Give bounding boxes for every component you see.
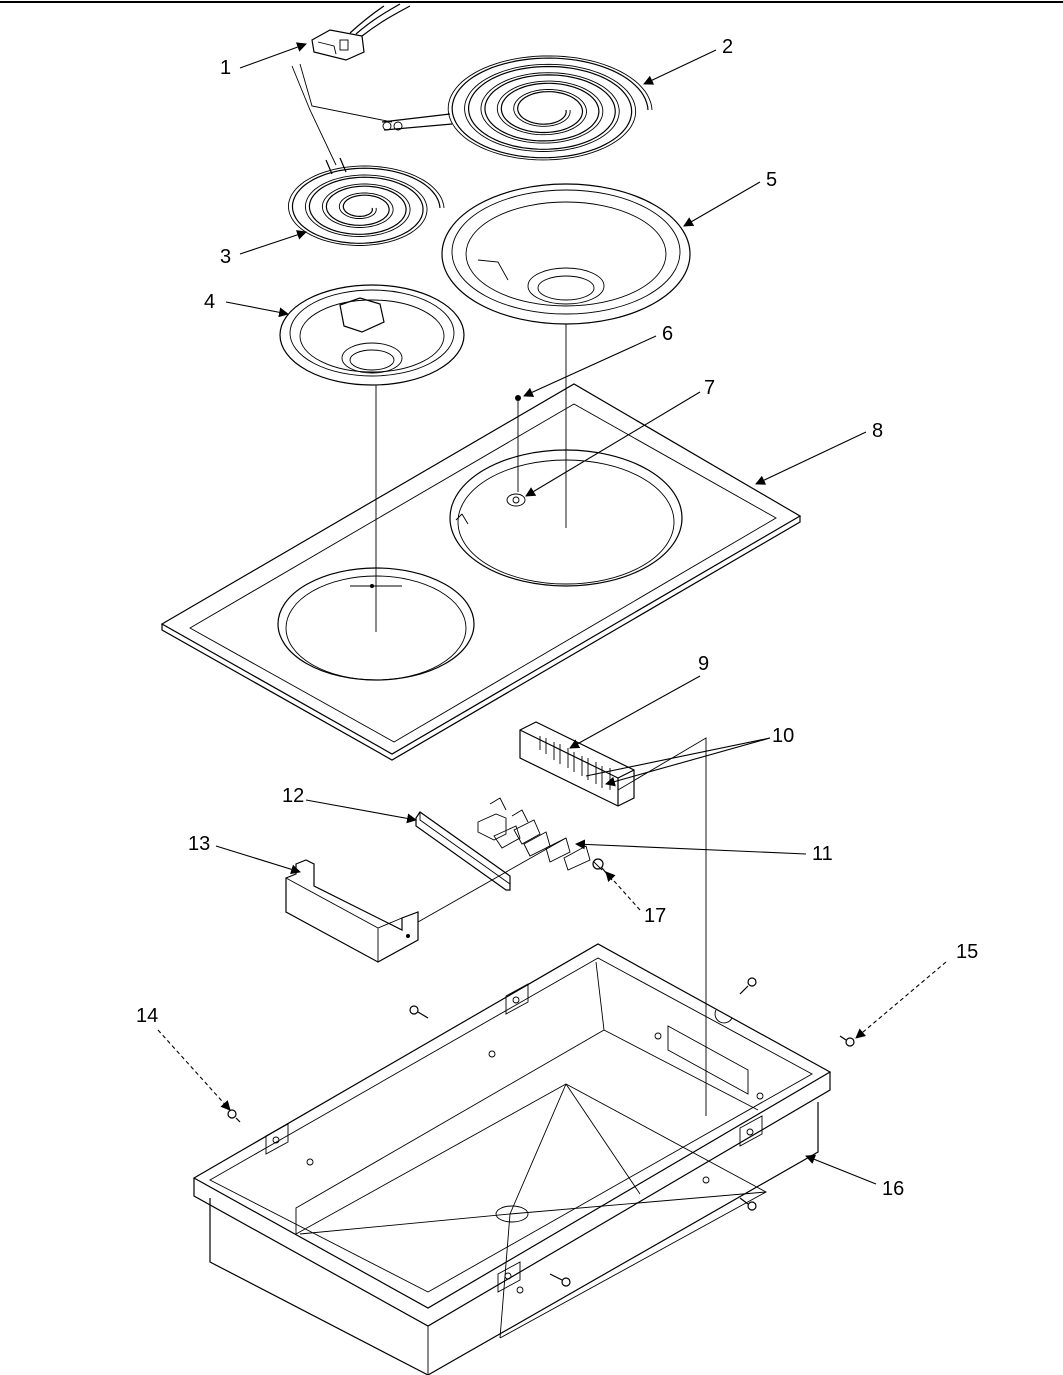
callout-6: 6 — [662, 323, 673, 345]
part-terminal-connector — [291, 3, 411, 166]
callout-8: 8 — [872, 420, 883, 442]
callout-10: 10 — [772, 725, 794, 747]
callout-15: 15 — [956, 941, 978, 963]
part-terminal-clips — [477, 797, 591, 871]
part-large-drip-bowl — [441, 183, 691, 528]
callout-7: 7 — [704, 377, 715, 399]
part-cooktop-plate — [160, 383, 802, 761]
part-small-element-terminals — [325, 157, 347, 175]
callout-labels: 1 2 3 4 5 6 7 8 9 10 11 12 13 14 15 16 1… — [136, 36, 978, 1200]
callout-13: 13 — [188, 833, 210, 855]
part-large-element-terminals — [381, 113, 453, 131]
callout-12: 12 — [282, 785, 304, 807]
part-screw-6 — [515, 395, 521, 492]
callout-9: 9 — [698, 653, 709, 675]
callout-5: 5 — [766, 169, 777, 191]
callout-14: 14 — [136, 1005, 158, 1027]
part-receptacle-block — [519, 721, 635, 807]
callout-2: 2 — [722, 36, 733, 58]
callout-4: 4 — [204, 291, 215, 313]
callout-11: 11 — [812, 843, 833, 865]
callout-17: 17 — [644, 905, 666, 927]
callout-3: 3 — [220, 246, 231, 268]
wire-routing-line — [617, 737, 707, 1116]
part-insulator-plate — [415, 811, 511, 891]
part-mounting-bracket — [285, 837, 567, 963]
part-large-surface-element — [447, 55, 653, 161]
callout-1: 1 — [220, 57, 231, 79]
part-small-drip-bowl — [279, 284, 465, 632]
box-screws — [227, 977, 855, 1287]
part-burner-box — [192, 943, 832, 1375]
leader-lines — [157, 42, 947, 1185]
part-screw-17 — [592, 858, 613, 881]
part-small-surface-element — [288, 165, 445, 246]
callout-16: 16 — [882, 1178, 904, 1200]
